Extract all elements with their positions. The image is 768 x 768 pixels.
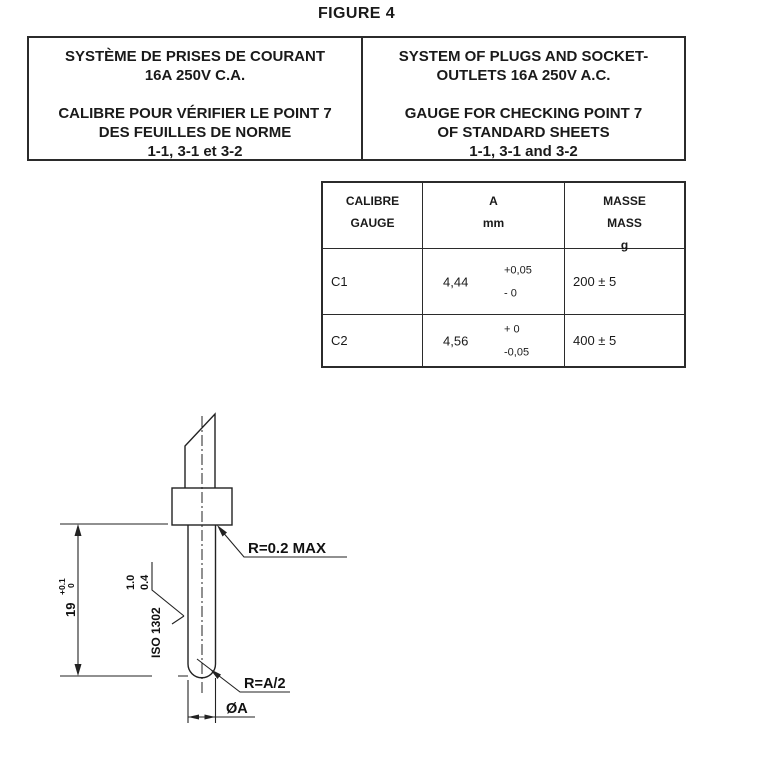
roughness-standard-label: ISO 1302 bbox=[149, 607, 163, 658]
a-tolerance-upper: + 0 bbox=[504, 323, 520, 335]
a-dimension-cell: 4,56 + 0 -0,05 bbox=[423, 315, 565, 366]
figure-title: FIGURE 4 bbox=[318, 5, 395, 22]
fillet-leader-line bbox=[220, 529, 347, 558]
a-tolerance-upper: +0,05 bbox=[504, 264, 532, 276]
header-en-line-1: SYSTEM OF PLUGS AND SOCKET- bbox=[398, 48, 649, 65]
standard-header-box: SYSTÈME DE PRISES DE COURANT 16A 250V C.… bbox=[27, 36, 686, 161]
header-en-line-2: OUTLETS 16A 250V A.C. bbox=[436, 67, 611, 84]
header-en-line-3: GAUGE FOR CHECKING POINT 7 bbox=[404, 105, 643, 122]
diameter-label: ØA bbox=[226, 701, 248, 717]
header-fr-line-4: DES FEUILLES DE NORME bbox=[98, 124, 292, 141]
header-gauge-label: GAUGE bbox=[350, 216, 395, 230]
a-tolerance-lower: -0,05 bbox=[504, 346, 530, 358]
table-row: C1 4,44 +0,05 - 0 200 ± 5 bbox=[323, 248, 684, 314]
a-tolerance: +0,05 - 0 bbox=[504, 264, 532, 299]
header-fr-line-5: 1-1, 3-1 et 3-2 bbox=[147, 143, 243, 160]
length-dimension: 19+0.10 bbox=[57, 523, 188, 677]
mass-cell: 400 ± 5 bbox=[565, 315, 684, 366]
header-mass-label: MASS bbox=[607, 216, 642, 230]
header-calibre-label: CALIBRE bbox=[345, 194, 400, 208]
table-header-row: CALIBRE GAUGE A mm MASSE MASS g bbox=[323, 183, 684, 252]
header-mm-label: mm bbox=[482, 216, 505, 230]
a-value: 4,44 bbox=[443, 274, 469, 289]
length-arrow-bottom bbox=[74, 664, 82, 676]
surface-roughness-symbol: 1.0 0.4 ISO 1302 bbox=[125, 562, 185, 658]
length-arrow-top bbox=[74, 524, 82, 536]
diameter-arrow-right bbox=[204, 714, 216, 720]
fillet-radius-label: R=0.2 MAX bbox=[248, 540, 326, 557]
roughness-max-label: 1.0 bbox=[125, 575, 137, 590]
header-fr-line-1: SYSTÈME DE PRISES DE COURANT bbox=[64, 48, 326, 65]
diameter-dimension: ØA bbox=[187, 678, 255, 723]
header-french-cell: SYSTÈME DE PRISES DE COURANT 16A 250V C.… bbox=[29, 38, 363, 160]
a-value: 4,56 bbox=[443, 333, 469, 348]
header-g-label: g bbox=[620, 238, 629, 252]
gauge-id-value: C1 bbox=[331, 274, 348, 289]
header-en-line-4: OF STANDARD SHEETS bbox=[437, 124, 610, 141]
mass-value: 200 ± 5 bbox=[573, 274, 617, 289]
table-row: C2 4,56 + 0 -0,05 400 ± 5 bbox=[323, 314, 684, 366]
header-fr-line-2: 16A 250V C.A. bbox=[144, 67, 246, 84]
header-a-column: A mm bbox=[423, 183, 565, 248]
gauge-id-cell: C2 bbox=[323, 315, 423, 366]
tip-radius-label: R=A/2 bbox=[244, 676, 286, 692]
roughness-check-mark bbox=[151, 562, 185, 625]
header-masse-label: MASSE bbox=[603, 194, 646, 208]
header-mass-column: MASSE MASS g bbox=[565, 183, 684, 252]
a-dimension-cell: 4,44 +0,05 - 0 bbox=[423, 249, 565, 314]
gauge-id-value: C2 bbox=[331, 333, 348, 348]
gauge-id-cell: C1 bbox=[323, 249, 423, 314]
roughness-min-label: 0.4 bbox=[139, 574, 151, 590]
gauge-table: CALIBRE GAUGE A mm MASSE MASS g C1 4,44 … bbox=[321, 181, 686, 368]
tip-radius-leader: R=A/2 bbox=[196, 658, 290, 693]
fillet-leader-arrow bbox=[217, 525, 227, 537]
header-fr-line-3: CALIBRE POUR VÉRIFIER LE POINT 7 bbox=[58, 105, 332, 122]
a-tolerance: + 0 -0,05 bbox=[504, 323, 529, 358]
mass-cell: 200 ± 5 bbox=[565, 249, 684, 314]
diameter-arrow-left bbox=[188, 714, 199, 720]
header-a-label: A bbox=[489, 194, 498, 208]
pin-upper-shaft bbox=[184, 412, 216, 488]
header-en-line-5: 1-1, 3-1 and 3-2 bbox=[469, 143, 578, 160]
fillet-radius-leader: R=0.2 MAX bbox=[217, 525, 347, 558]
a-tolerance-lower: - 0 bbox=[504, 287, 517, 299]
header-gauge-column: CALIBRE GAUGE bbox=[323, 183, 423, 248]
length-dim-label: 19+0.10 bbox=[57, 578, 78, 617]
tip-leader-arrow bbox=[210, 669, 221, 679]
header-english-cell: SYSTEM OF PLUGS AND SOCKET- OUTLETS 16A … bbox=[363, 38, 684, 160]
mass-value: 400 ± 5 bbox=[573, 333, 617, 348]
